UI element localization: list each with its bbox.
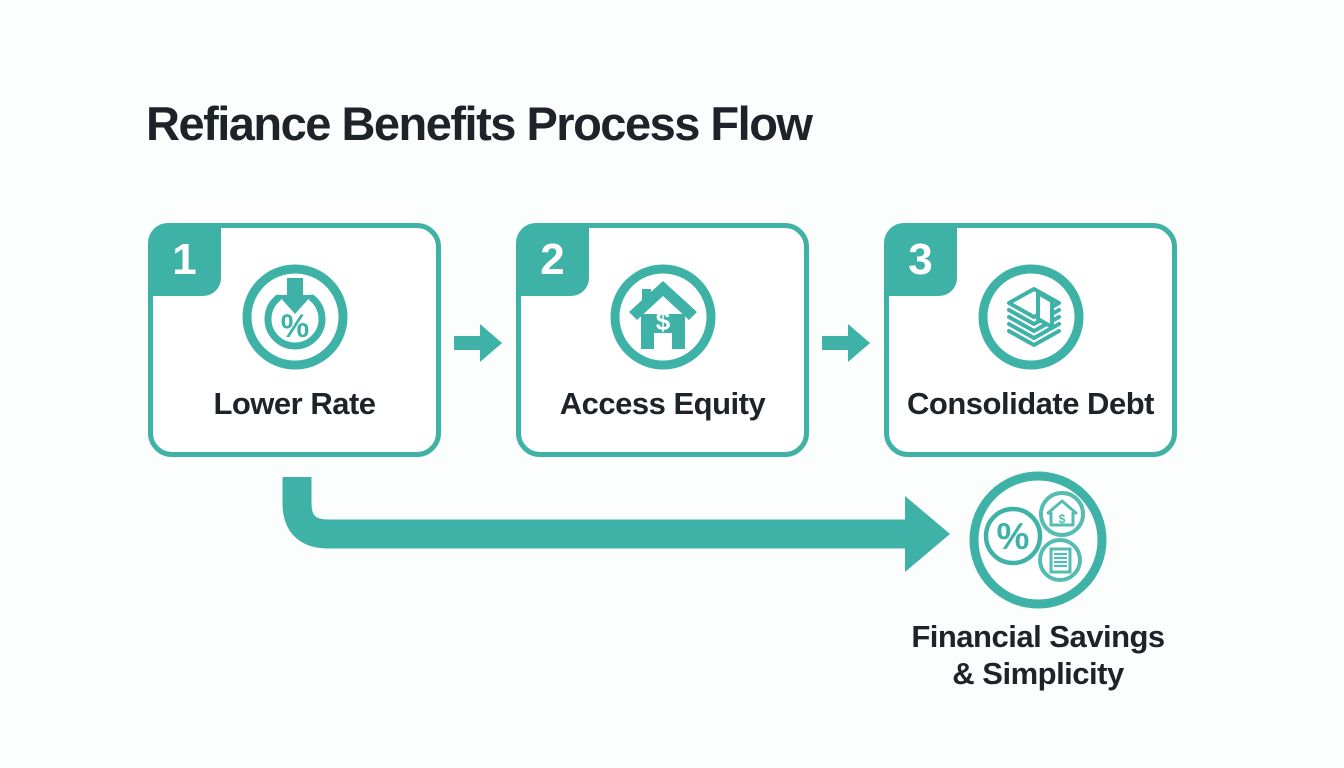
step-number-badge: 3 bbox=[884, 223, 957, 296]
svg-text:$: $ bbox=[655, 306, 670, 336]
step-label: Consolidate Debt bbox=[907, 386, 1154, 421]
house-dollar-icon: $ bbox=[608, 262, 718, 377]
percent-icon: % bbox=[983, 506, 1043, 566]
step-box-lower-rate: 1 % Lower Rate bbox=[148, 223, 441, 457]
svg-text:$: $ bbox=[1059, 512, 1066, 526]
step-box-consolidate-debt: 3 Consolidate Debt bbox=[884, 223, 1177, 457]
svg-text:%: % bbox=[280, 308, 308, 344]
svg-text:%: % bbox=[997, 516, 1030, 557]
rate-down-percent-icon: % bbox=[240, 262, 350, 377]
house-dollar-icon: $ bbox=[1039, 491, 1085, 537]
step-label: Access Equity bbox=[559, 386, 766, 421]
money-stack-icon bbox=[976, 262, 1086, 377]
step-box-access-equity: 2 $ Access Equity bbox=[516, 223, 809, 457]
step-label: Lower Rate bbox=[213, 386, 376, 421]
right-arrow-icon bbox=[453, 322, 503, 369]
curved-right-arrow-icon bbox=[270, 470, 960, 585]
right-arrow-icon bbox=[821, 322, 871, 369]
outcome-label-line2: & Simplicity bbox=[952, 656, 1124, 691]
step-number: 3 bbox=[908, 234, 933, 284]
document-icon bbox=[1038, 538, 1082, 582]
step-number: 1 bbox=[172, 234, 197, 284]
financial-savings-cluster-icon: % $ bbox=[963, 465, 1113, 620]
page-title: Refiance Benefits Process Flow bbox=[146, 97, 813, 150]
step-number-badge: 2 bbox=[516, 223, 589, 296]
outcome-label: Financial Savings & Simplicity bbox=[858, 618, 1218, 692]
step-number: 2 bbox=[540, 234, 565, 284]
step-number-badge: 1 bbox=[148, 223, 221, 296]
outcome-label-line1: Financial Savings bbox=[911, 619, 1165, 654]
